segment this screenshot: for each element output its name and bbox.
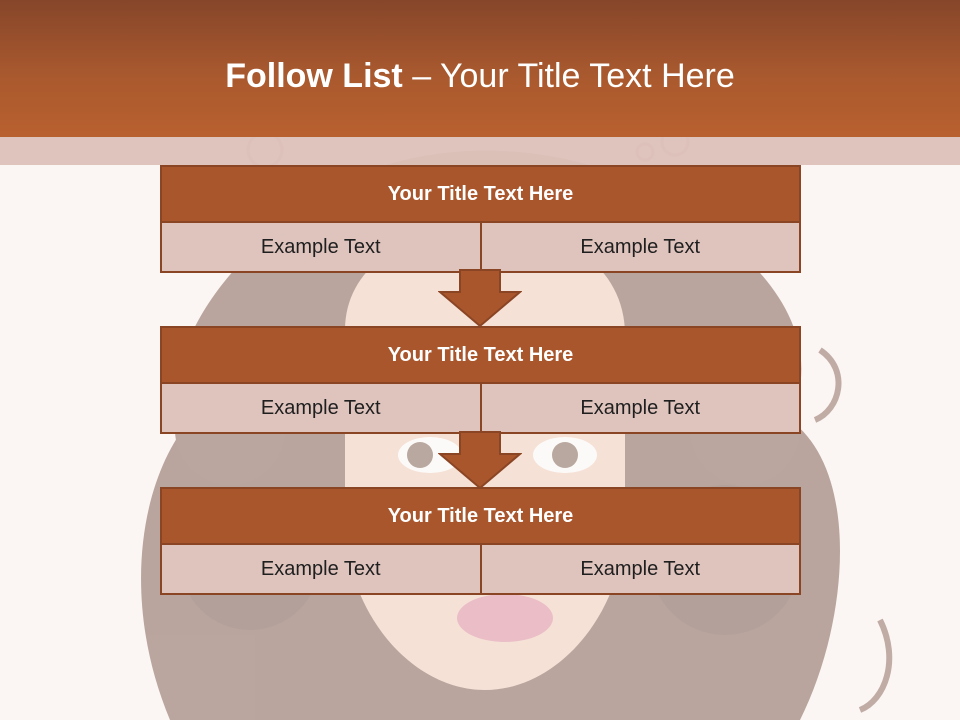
block-row: Example Text Example Text	[160, 384, 801, 434]
list-block-3: Your Title Text Here Example Text Exampl…	[160, 487, 801, 595]
down-arrow-icon	[438, 269, 522, 328]
block-row: Example Text Example Text	[160, 223, 801, 273]
block-cell-left: Example Text	[160, 545, 482, 595]
block-row: Example Text Example Text	[160, 545, 801, 595]
block-cell-right: Example Text	[481, 384, 801, 434]
slide-title-bold: Follow List	[225, 57, 413, 95]
slide-title: Follow List – Your Title Text Here	[0, 52, 960, 100]
header-strip	[0, 137, 960, 165]
block-title: Your Title Text Here	[160, 326, 801, 384]
list-block-1: Your Title Text Here Example Text Exampl…	[160, 165, 801, 273]
block-cell-right: Example Text	[481, 223, 801, 273]
list-block-2: Your Title Text Here Example Text Exampl…	[160, 326, 801, 434]
block-title: Your Title Text Here	[160, 165, 801, 223]
down-arrow-icon	[438, 431, 522, 490]
block-cell-right: Example Text	[481, 545, 801, 595]
block-cell-left: Example Text	[160, 384, 482, 434]
header-bar	[0, 0, 960, 137]
block-cell-left: Example Text	[160, 223, 482, 273]
slide-title-rest: – Your Title Text Here	[412, 57, 735, 95]
block-title: Your Title Text Here	[160, 487, 801, 545]
